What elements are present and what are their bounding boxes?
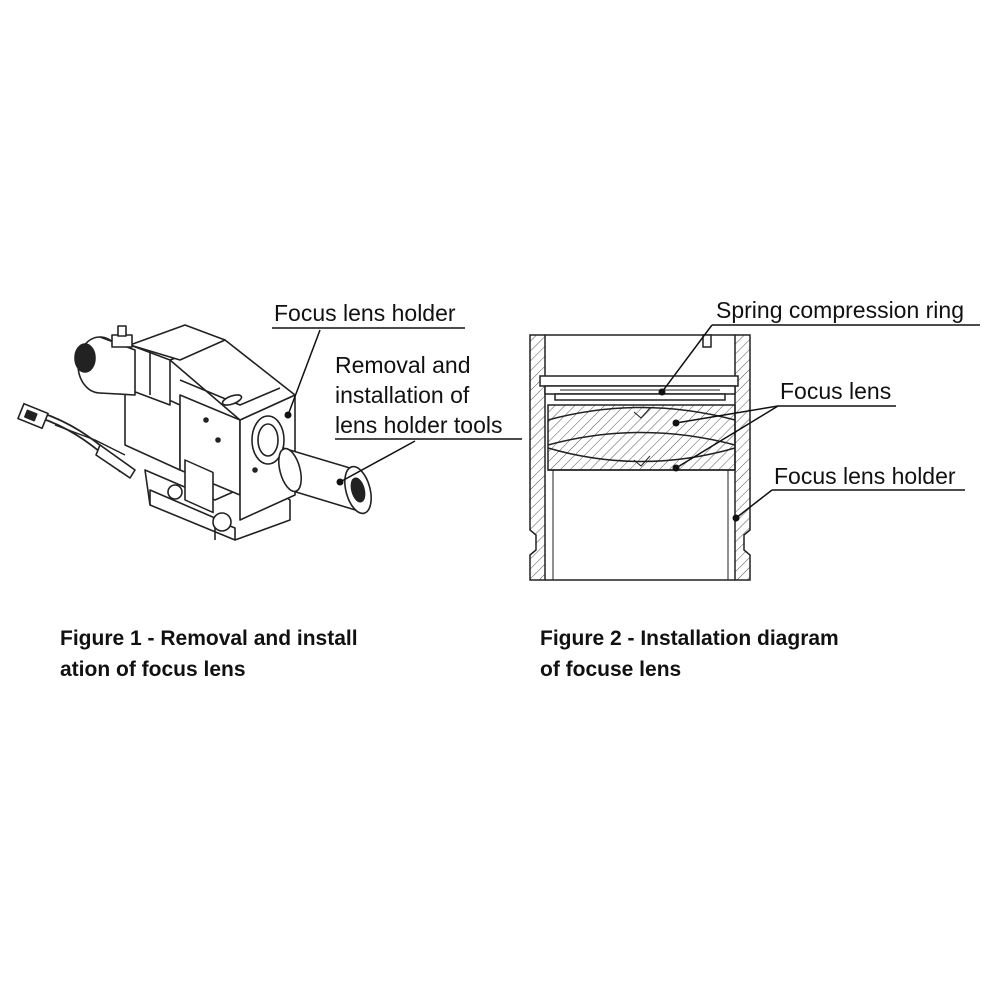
- figure2-leaders: [661, 324, 980, 519]
- laser-head-drawing: [17, 324, 372, 541]
- label-tool-line1: Removal and: [335, 352, 471, 378]
- lens-holder-tool: [277, 447, 372, 515]
- figure1-leaders: [272, 327, 522, 483]
- figure1-caption-line2: ation of focus lens: [60, 658, 246, 681]
- figure2-caption-line2: of focuse lens: [540, 658, 682, 681]
- label-spring-compression-ring: Spring compression ring: [716, 297, 965, 323]
- label-tool-line2: installation of: [335, 382, 470, 408]
- lens-holder-cross-section: [529, 334, 751, 581]
- label-focus-lens-holder-2: Focus lens holder: [774, 463, 956, 489]
- cable-connector: [17, 402, 136, 479]
- figure1-leader-dot: [284, 411, 292, 419]
- label-focus-lens-holder: Focus lens holder: [274, 300, 456, 326]
- figure1-caption: Figure 1 - Removal and install ation of …: [60, 623, 358, 685]
- figure2-caption: Figure 2 - Installation diagram of focus…: [540, 623, 839, 685]
- figure1-leader-dot: [336, 478, 344, 486]
- figure2-caption-line1: Figure 2 - Installation diagram: [540, 627, 839, 650]
- lens-holder-port: [251, 415, 285, 465]
- figure2-leader-dots: [658, 388, 740, 522]
- figure1-caption-line1: Figure 1 - Removal and install: [60, 627, 358, 650]
- label-focus-lens: Focus lens: [780, 378, 892, 404]
- label-tool-line3: lens holder tools: [335, 412, 503, 438]
